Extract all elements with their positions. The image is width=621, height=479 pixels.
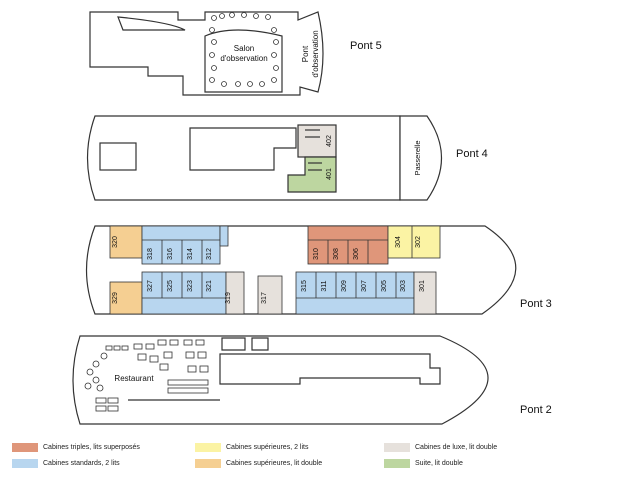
deck-label-5: Pont 5	[350, 40, 382, 52]
cabin-327: 327	[147, 280, 154, 292]
pont-obs-label-2: d'observation	[311, 30, 320, 77]
deck-4-outline	[86, 115, 443, 201]
cabin-319: 319	[225, 292, 232, 304]
cabin-321: 321	[206, 280, 213, 292]
legend-swatch	[12, 443, 38, 452]
legend-swatch	[195, 443, 221, 452]
cabin-402: 402	[326, 135, 333, 147]
deck-2-tables	[84, 339, 209, 412]
cabin-304: 304	[395, 236, 402, 248]
deck-5-outline	[89, 11, 324, 96]
cabin-401: 401	[326, 168, 333, 180]
cabin-301: 301	[419, 280, 426, 292]
cabin-315: 315	[301, 280, 308, 292]
legend-item: Cabines supérieures, lit double	[195, 459, 322, 468]
cabin-311: 311	[321, 280, 328, 291]
cabin-329: 329	[112, 292, 119, 304]
legend-item: Cabines de luxe, lit double	[384, 443, 497, 452]
cabin-323: 323	[187, 280, 194, 292]
cabin-306: 306	[353, 248, 360, 260]
legend-label: Cabines de luxe, lit double	[415, 444, 498, 451]
legend-item: Cabines standards, 2 lits	[12, 459, 120, 468]
legend-label: Cabines triples, lits superposés	[43, 444, 140, 451]
cabin-316: 316	[167, 248, 174, 260]
legend-swatch	[195, 459, 221, 468]
deck-3-dividers	[142, 226, 414, 299]
deck-label-2: Pont 2	[520, 404, 552, 416]
cabin-302: 302	[415, 236, 422, 248]
cabin-314: 314	[187, 248, 194, 260]
cabin-305: 305	[381, 280, 388, 292]
cabin-318: 318	[147, 248, 154, 260]
cabin-325: 325	[167, 280, 174, 292]
cabin-320: 320	[112, 236, 119, 248]
cabin-308: 308	[333, 248, 340, 260]
legend-item: Cabines supérieures, 2 lits	[195, 443, 309, 452]
passerelle-label: Passerelle	[413, 140, 422, 175]
legend-label: Suite, lit double	[415, 460, 463, 467]
legend-label: Cabines supérieures, lit double	[226, 460, 323, 467]
deck-5-chairs	[209, 12, 279, 87]
deck-label-3: Pont 3	[520, 298, 552, 310]
cabin-307: 307	[361, 280, 368, 292]
cabin-303: 303	[400, 280, 407, 292]
legend-item: Suite, lit double	[384, 459, 463, 468]
cabin-309: 309	[341, 280, 348, 292]
legend-item: Cabines triples, lits superposés	[12, 443, 140, 452]
restaurant-label: Restaurant	[114, 374, 154, 383]
legend-swatch	[384, 459, 410, 468]
legend-label: Cabines standards, 2 lits	[43, 460, 120, 467]
cabin-312: 312	[206, 248, 213, 260]
legend-label: Cabines supérieures, 2 lits	[226, 444, 309, 451]
salon-label-2: d'observation	[220, 54, 267, 63]
legend-swatch	[12, 459, 38, 468]
legend-swatch	[384, 443, 410, 452]
pont-obs-label-1: Pont	[301, 45, 310, 62]
deck-4-cabins	[287, 124, 337, 193]
cabin-317: 317	[261, 292, 268, 304]
deck-label-4: Pont 4	[456, 148, 488, 160]
cabin-310: 310	[313, 248, 320, 260]
deck-2-outline	[72, 335, 489, 425]
salon-label-1: Salon	[234, 44, 254, 53]
